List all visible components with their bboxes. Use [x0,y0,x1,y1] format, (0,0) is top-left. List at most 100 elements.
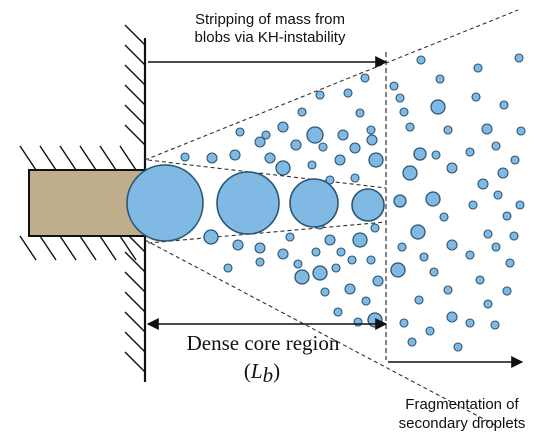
droplet [430,99,446,115]
droplet [293,259,303,269]
hatch-mark [79,145,97,171]
droplet [390,262,406,278]
droplet [514,53,524,63]
droplet [446,311,458,323]
droplet [497,167,509,179]
hatch-mark [124,24,146,46]
droplet [410,224,426,240]
hatch-mark [119,145,137,171]
droplet [315,90,325,100]
droplet [416,55,426,65]
droplet [355,108,365,118]
droplet [419,252,429,262]
droplet [320,287,330,297]
droplet [290,139,302,151]
hatch-mark [119,235,137,261]
droplet [425,326,435,336]
hatch-mark [99,235,117,261]
droplet [372,275,384,287]
spray-cone-outline [144,9,519,426]
core-blob [351,188,385,222]
droplet [232,239,244,251]
droplet [465,250,475,260]
hatch-mark [59,235,77,261]
droplet [439,212,449,222]
droplet [491,141,501,151]
droplet [361,296,371,306]
droplet [446,239,458,251]
breakup-length-symbol: (Lb) [244,359,280,387]
stripping-label-line2: blobs via KH-instability [195,29,346,46]
droplet [399,318,409,328]
droplet [337,129,349,141]
stripping-label-line1: Stripping of mass from [195,11,345,28]
droplet [425,191,441,207]
droplet [399,107,409,117]
droplet [254,136,266,148]
droplet [275,160,291,176]
droplet [483,299,493,309]
droplet [366,125,376,135]
droplet [366,134,378,146]
droplet [277,248,289,260]
droplet [509,231,519,241]
droplet [349,142,361,154]
core-blobs [126,164,385,242]
droplet [435,74,445,84]
droplet [360,73,370,83]
droplet [490,320,500,330]
hatch-mark [19,235,37,261]
droplet [468,200,478,210]
droplet [325,175,335,185]
dense-core-boundary [147,159,387,244]
droplet [405,122,415,132]
droplet [502,211,512,221]
droplet [366,255,376,265]
droplet [475,275,485,285]
droplet [368,152,384,168]
hatch-mark [124,271,146,293]
fragmentation-label-line1: Fragmentation of [405,396,519,413]
droplet [443,125,453,135]
droplet [254,242,266,254]
droplet [370,223,380,233]
droplet [180,152,190,162]
droplet [397,242,407,252]
droplet [350,173,360,183]
droplet [499,100,509,110]
hatch-mark [124,104,146,126]
droplet [483,229,493,239]
droplet [324,234,336,246]
nozzle-hatching [19,145,137,261]
droplet [318,142,328,152]
core-blob [216,171,280,235]
hatch-mark [39,145,57,171]
droplet [347,255,357,265]
droplet [277,121,289,133]
hatch-mark [19,145,37,171]
droplet [235,127,245,137]
droplet [312,265,328,281]
droplet [413,147,427,161]
droplet [297,107,307,117]
droplet [306,126,324,144]
droplet [491,242,501,252]
droplet [353,317,363,327]
dense-core-label: Dense core region [187,331,340,355]
droplet [477,178,489,190]
droplet [431,150,441,160]
droplet [334,154,346,166]
hatch-mark [124,311,146,333]
droplet [344,283,356,295]
droplet [352,232,368,248]
hatch-mark [124,351,146,373]
droplet [229,149,241,161]
droplet [502,286,512,296]
droplet [429,267,439,277]
droplet [203,229,219,245]
droplet [493,190,503,200]
droplet [446,162,458,174]
droplet [285,232,295,242]
droplet [223,263,233,273]
droplet [402,165,418,181]
